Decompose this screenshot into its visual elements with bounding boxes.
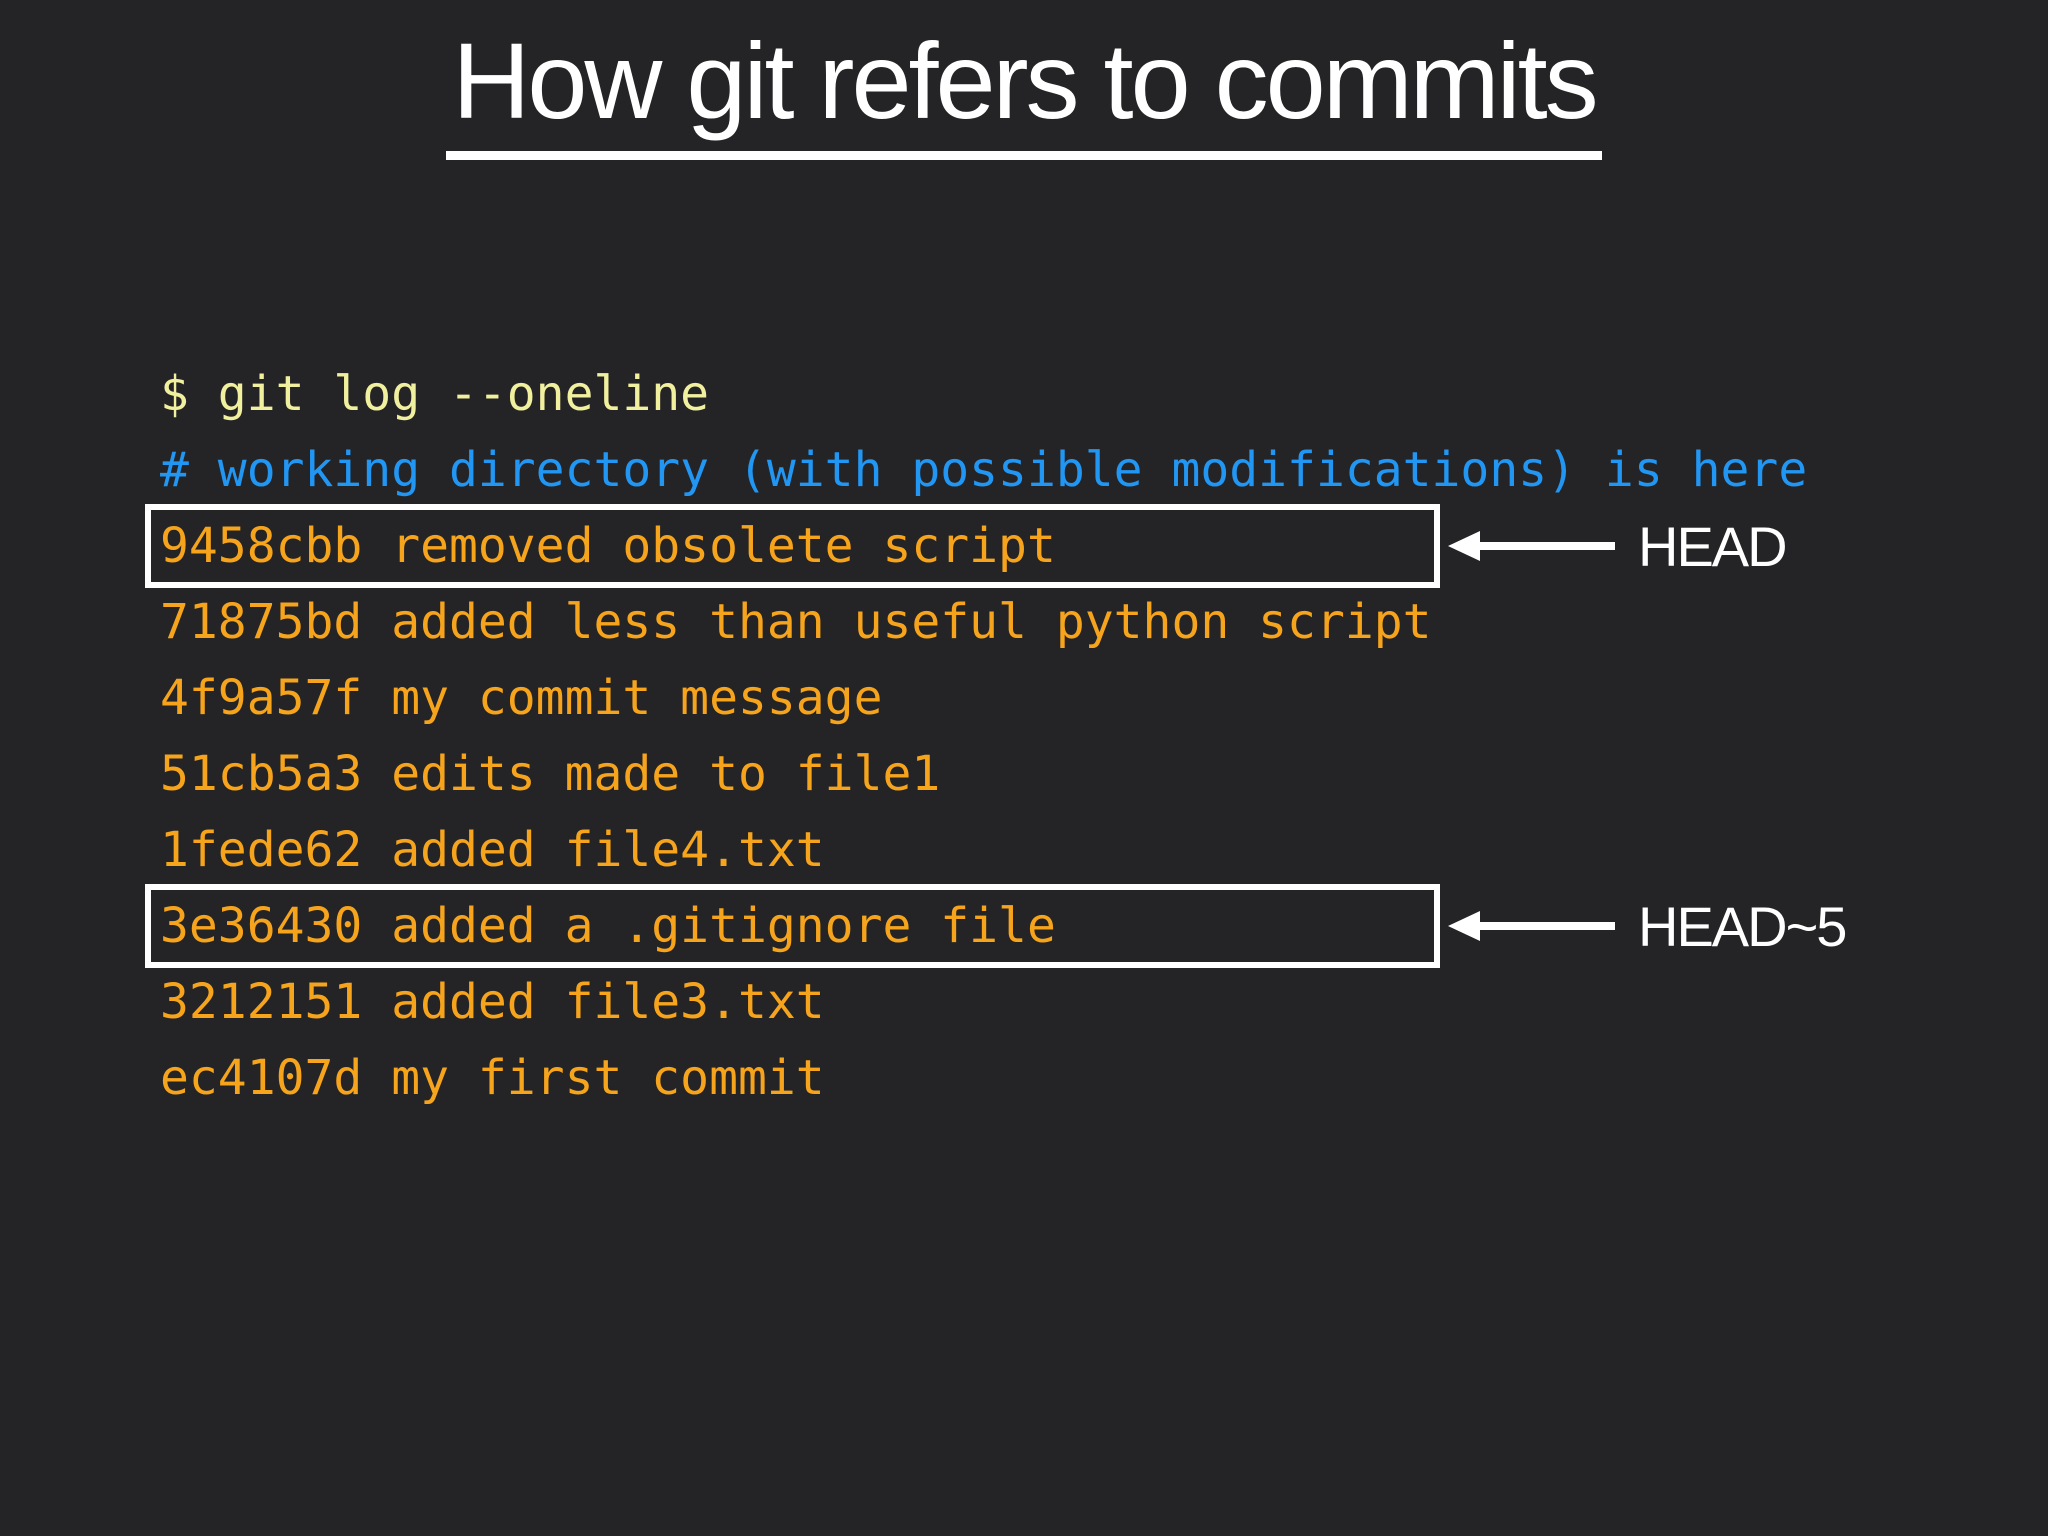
title-container: How git refers to commits	[0, 21, 2048, 160]
page-title: How git refers to commits	[446, 21, 1602, 160]
commit-line-text: 4f9a57f my commit message	[160, 670, 883, 726]
commit-line-text: 1fede62 added file4.txt	[160, 822, 825, 878]
commit-line-text: 71875bd added less than useful python sc…	[160, 594, 1432, 650]
commit-annotation-label: HEAD~5	[1638, 895, 1847, 958]
terminal-line: $ git log --oneline	[160, 356, 1960, 432]
commit-highlight-box	[145, 504, 1440, 588]
comment-text: # working directory (with possible modif…	[160, 442, 1808, 498]
terminal-line: 51cb5a3 edits made to file1	[160, 736, 1960, 812]
commit-line-text: 3e36430 added a .gitignore file	[160, 898, 1056, 954]
terminal-line: 4f9a57f my commit message	[160, 660, 1960, 736]
git-log-output: $ git log --oneline # working directory (…	[145, 356, 1960, 1116]
commit-line-text: 51cb5a3 edits made to file1	[160, 746, 941, 802]
commit-line-text: 3212151 added file3.txt	[160, 974, 825, 1030]
arrow-shaft	[1472, 542, 1615, 550]
terminal-line: 1fede62 added file4.txt	[160, 812, 1960, 888]
commit-highlight-box	[145, 884, 1440, 968]
arrow-shaft	[1472, 922, 1615, 930]
terminal-line: 71875bd added less than useful python sc…	[160, 584, 1960, 660]
command-text: $ git log --oneline	[160, 366, 710, 422]
terminal-line: 9458cbb removed obsolete script HEAD	[145, 504, 1960, 588]
commit-line-text: ec4107d my first commit	[160, 1050, 825, 1106]
commit-annotation-label: HEAD	[1638, 515, 1788, 578]
terminal-line: 3212151 added file3.txt	[160, 964, 1960, 1040]
commit-line-text: 9458cbb removed obsolete script	[160, 518, 1056, 574]
terminal-line: # working directory (with possible modif…	[160, 432, 1960, 508]
terminal-line: ec4107d my first commit	[160, 1040, 1960, 1116]
terminal-line: 3e36430 added a .gitignore file HEAD~5	[145, 884, 1960, 968]
